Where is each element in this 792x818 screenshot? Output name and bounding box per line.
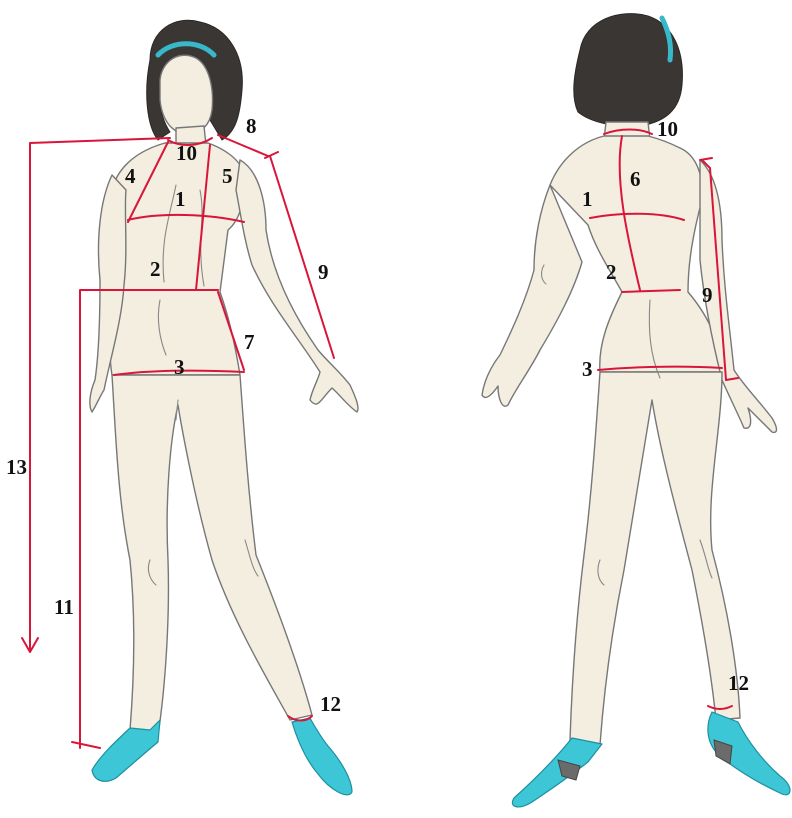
front-label-7: 7 (244, 330, 255, 354)
back-figure: 10 6 1 2 9 3 12 (482, 14, 790, 807)
front-label-10: 10 (176, 141, 197, 165)
front-shoes (92, 718, 352, 795)
front-figure: 8 10 4 5 1 9 2 7 3 13 11 12 (6, 20, 358, 795)
front-label-5: 5 (222, 164, 233, 188)
back-label-12: 12 (728, 671, 749, 695)
front-label-4: 4 (125, 164, 136, 188)
front-label-9: 9 (318, 260, 329, 284)
front-label-13: 13 (6, 455, 27, 479)
front-label-1: 1 (175, 187, 186, 211)
front-label-12: 12 (320, 692, 341, 716)
back-body (482, 122, 777, 745)
back-label-3: 3 (582, 357, 593, 381)
front-body (90, 55, 358, 735)
back-label-9: 9 (702, 283, 713, 307)
back-shoes (512, 712, 790, 807)
back-left-shoe (512, 738, 602, 807)
front-label-8: 8 (246, 114, 257, 138)
front-right-shoe (292, 718, 352, 795)
front-label-2: 2 (150, 257, 161, 281)
front-label-11: 11 (54, 595, 74, 619)
front-label-3: 3 (174, 355, 185, 379)
back-label-2: 2 (606, 260, 617, 284)
back-label-6: 6 (630, 167, 641, 191)
back-label-10: 10 (657, 117, 678, 141)
back-label-1: 1 (582, 187, 593, 211)
